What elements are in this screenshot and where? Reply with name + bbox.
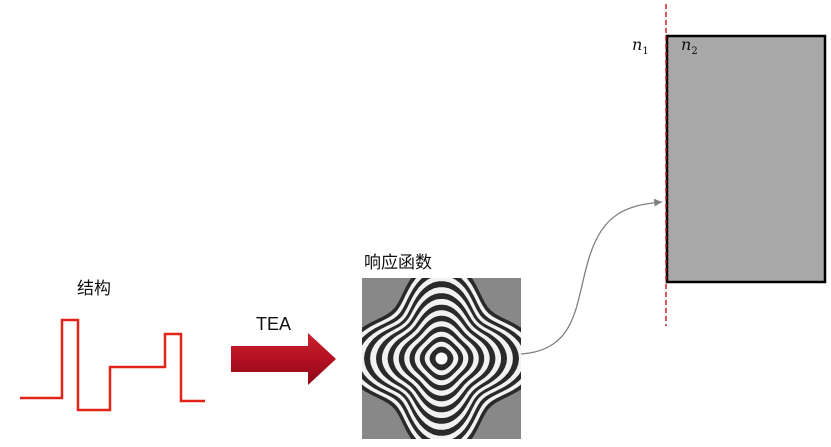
response-function-label: 响应函数 bbox=[364, 253, 432, 273]
structure-label: 结构 bbox=[77, 279, 111, 299]
n1-label: n1 bbox=[632, 35, 649, 57]
center-spot bbox=[436, 353, 448, 365]
medium-2-block bbox=[667, 36, 825, 282]
tea-arrow bbox=[231, 333, 336, 385]
connector-curve bbox=[521, 202, 662, 354]
structure-profile bbox=[20, 320, 205, 410]
tea-label: TEA bbox=[256, 314, 291, 334]
response-function-image bbox=[342, 260, 540, 447]
